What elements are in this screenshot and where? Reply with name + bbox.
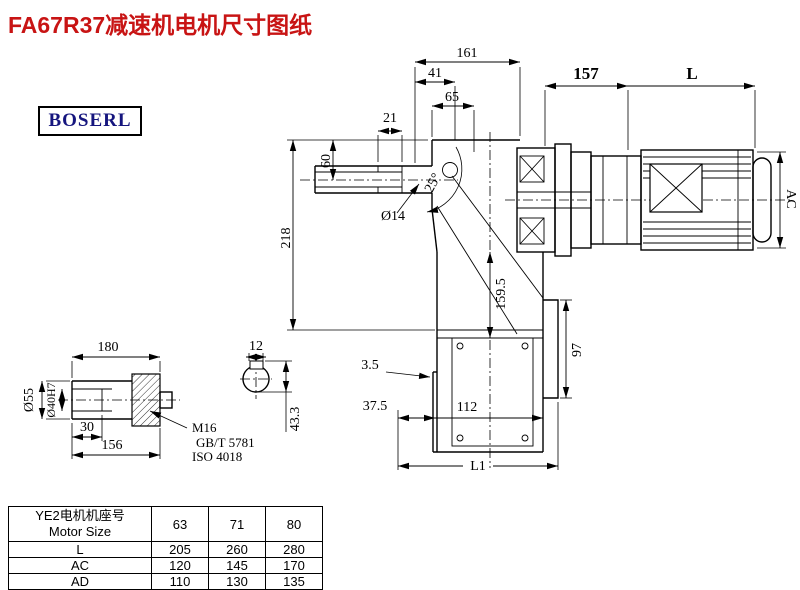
- dim-60: 60: [319, 154, 334, 168]
- table-cell: 260: [208, 541, 266, 558]
- table-cell: 170: [265, 557, 323, 574]
- dim-dia55: Ø55: [22, 388, 37, 412]
- table-header-motor-size: YE2电机机座号 Motor Size: [8, 506, 152, 542]
- shaft-detail: [71, 360, 270, 427]
- extension-lines: [46, 67, 786, 470]
- dim-L1: L1: [470, 459, 486, 474]
- label-iso4018: ISO 4018: [192, 449, 242, 464]
- dim-156: 156: [102, 438, 123, 453]
- dim-65: 65: [445, 90, 459, 105]
- table-row-label-AD: AD: [8, 573, 152, 590]
- dim-12: 12: [249, 339, 263, 354]
- dim-112: 112: [457, 400, 477, 415]
- table-row: L 205 260 280: [8, 541, 323, 558]
- table-cell: 130: [208, 573, 266, 590]
- table-cell: 205: [151, 541, 209, 558]
- table-cell: 110: [151, 573, 209, 590]
- table-cell: 120: [151, 557, 209, 574]
- table-header-en: Motor Size: [48, 524, 112, 539]
- table-row: AC 120 145 170: [8, 557, 323, 574]
- table-row-label-L: L: [8, 541, 152, 558]
- table-cell-size-63: 63: [151, 506, 209, 542]
- dim-dia14: Ø14: [381, 209, 405, 224]
- table-cell: 135: [265, 573, 323, 590]
- table-row: AD 110 130 135: [8, 573, 323, 590]
- dim-37-5: 37.5: [363, 399, 388, 414]
- table-cell: 145: [208, 557, 266, 574]
- dim-30: 30: [80, 420, 94, 435]
- dim-L: L: [686, 64, 697, 83]
- table-row-label-AC: AC: [8, 557, 152, 574]
- brand-logo: BOSERL: [38, 106, 142, 136]
- dim-157: 157: [573, 64, 599, 83]
- table-row: YE2电机机座号 Motor Size 63 71 80: [8, 506, 323, 542]
- table-header-cn: YE2电机机座号: [35, 508, 125, 524]
- dim-218: 218: [279, 228, 294, 249]
- dim-43-3: 43.3: [288, 407, 303, 432]
- dim-21: 21: [383, 111, 397, 126]
- dim-angle-25: 25°: [422, 171, 444, 195]
- gearbox-housing: [431, 139, 559, 453]
- dim-161: 161: [457, 46, 478, 61]
- motor-size-table: YE2电机机座号 Motor Size 63 71 80 L 205 260 2…: [8, 506, 323, 590]
- dim-AC: AC: [783, 189, 798, 208]
- motor-assembly: [516, 143, 772, 257]
- dim-41: 41: [428, 66, 442, 81]
- dim-97: 97: [570, 343, 585, 357]
- dim-159-5: 159.5: [494, 278, 509, 310]
- label-gbt5781: GB/T 5781: [196, 435, 255, 450]
- page-title: FA67R37减速机电机尺寸图纸: [8, 12, 313, 38]
- table-cell-size-80: 80: [265, 506, 323, 542]
- label-m16: M16: [192, 420, 217, 435]
- dim-180: 180: [98, 340, 119, 355]
- dimension-lines: [38, 58, 784, 470]
- dim-3-5: 3.5: [361, 358, 379, 373]
- dim-dia40h7: Ø40H7: [44, 382, 58, 417]
- table-cell-size-71: 71: [208, 506, 266, 542]
- table-cell: 280: [265, 541, 323, 558]
